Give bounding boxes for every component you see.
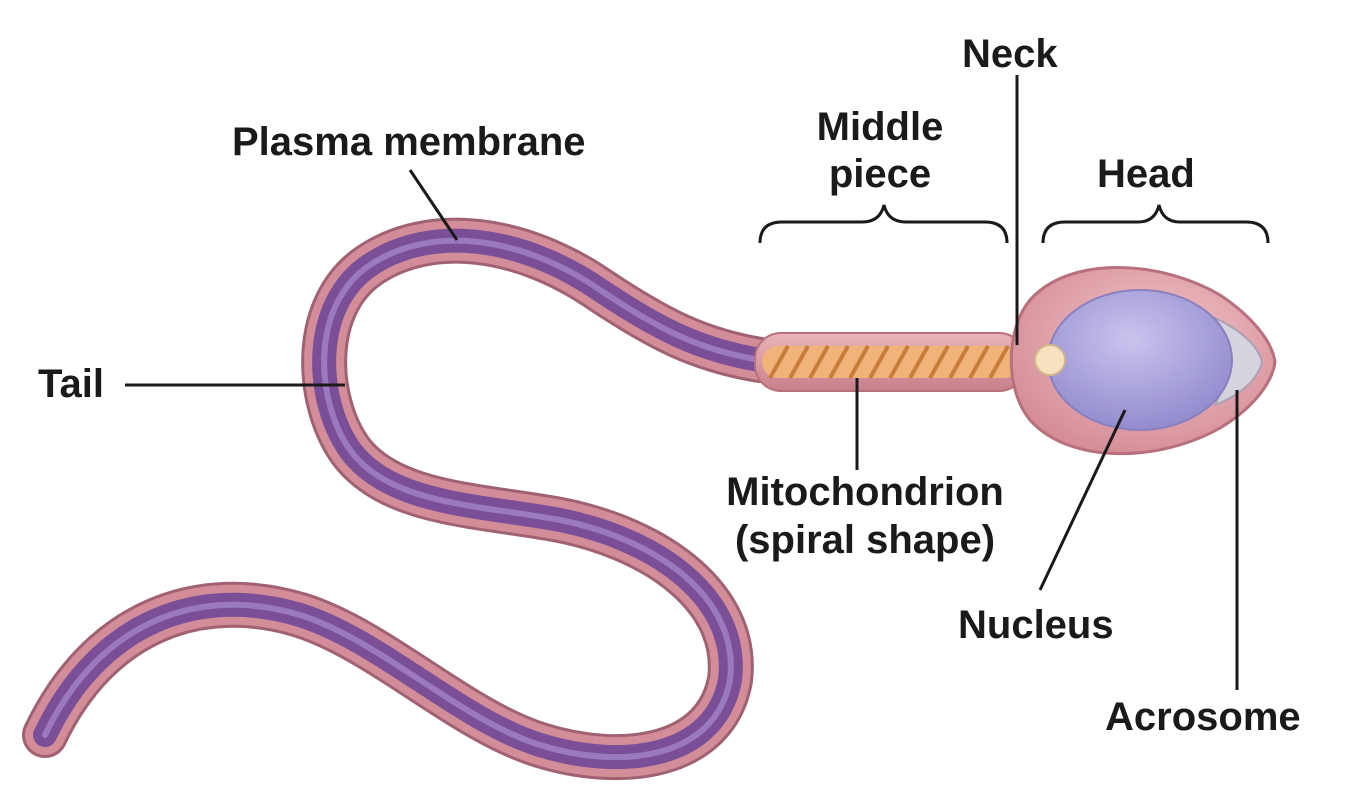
head (1009, 266, 1277, 456)
middle-piece-label-line1: Middle (816, 105, 944, 149)
mitochondrion-label-line2: (spiral shape) (734, 518, 996, 562)
middle-piece (754, 332, 1026, 392)
tail-label: Tail (38, 362, 104, 406)
leader-lines (125, 75, 1239, 690)
plasma-membrane-label: Plasma membrane (232, 120, 586, 164)
head-label: Head (1097, 152, 1195, 196)
tail-core (33, 228, 772, 770)
neck-label: Neck (962, 32, 1058, 76)
middle-piece-bracket (758, 204, 1009, 244)
brackets (758, 204, 1270, 244)
middle-piece-label-line2: piece (828, 152, 932, 196)
centriole (1034, 344, 1066, 376)
nucleus-shape (1047, 289, 1233, 431)
tail-core-highlight (42, 237, 763, 761)
plasma-membrane-leader (408, 169, 459, 241)
nucleus-label: Nucleus (958, 603, 1114, 647)
tail (22, 217, 783, 781)
head-bracket (1041, 204, 1270, 244)
mitochondrion-spiral (768, 345, 1010, 379)
mitochondrion-label-line1: Mitochondrion (726, 470, 1004, 514)
nucleus-leader (1038, 409, 1127, 591)
acrosome-label: Acrosome (1105, 695, 1301, 739)
